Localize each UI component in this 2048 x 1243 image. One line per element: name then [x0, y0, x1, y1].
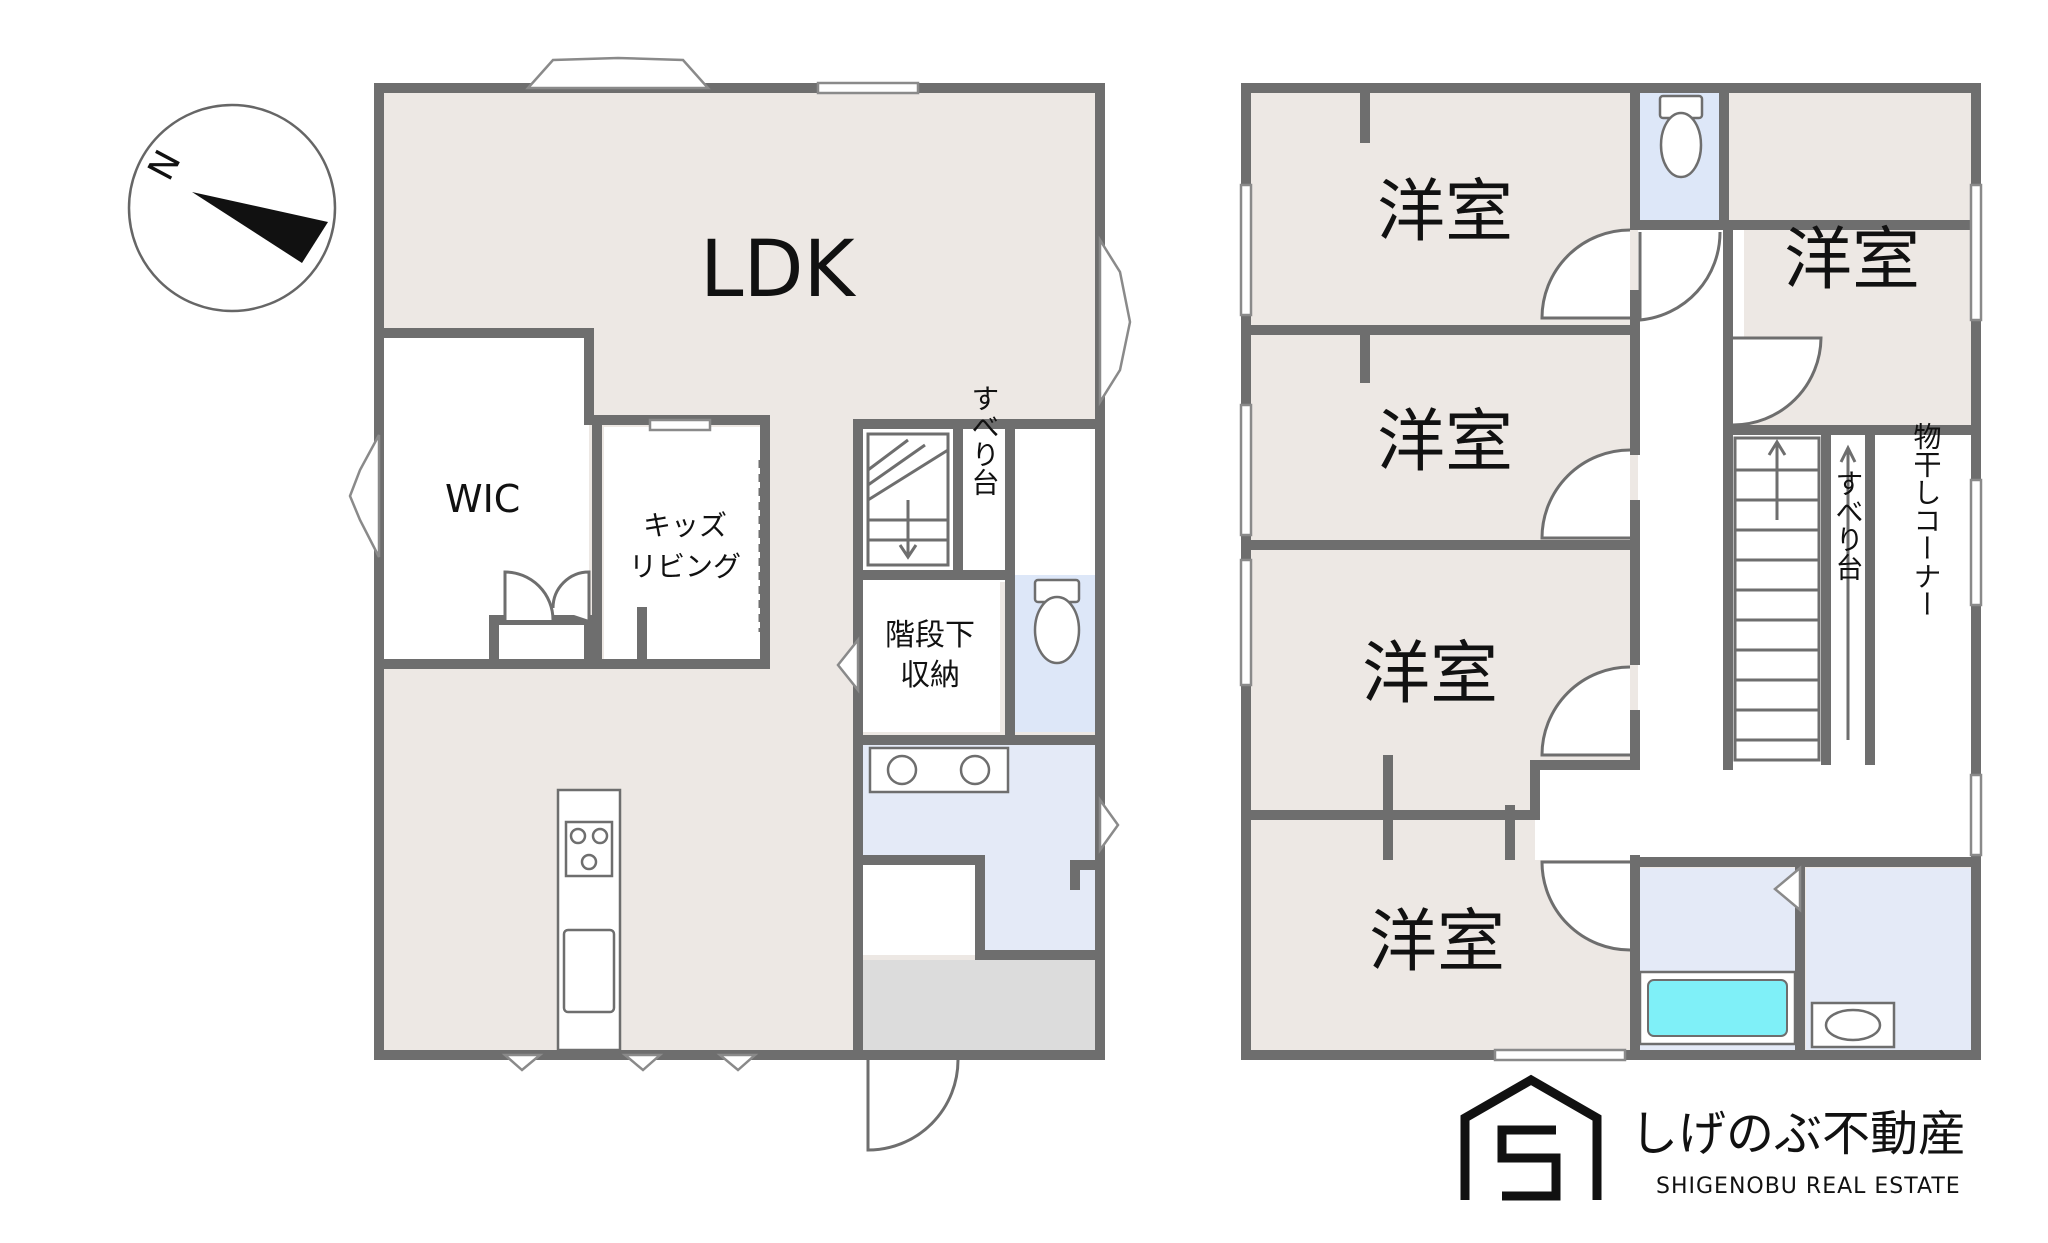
wic-door-right	[551, 570, 591, 620]
company-logo: しげのぶ不動産 SHIGENOBU REAL ESTATE	[1460, 1074, 1966, 1201]
compass-needle-icon	[192, 192, 328, 263]
slide-label-1: すべり台	[968, 384, 1001, 496]
stair-area	[858, 427, 1100, 582]
window-2-bottom	[1493, 1048, 1627, 1062]
wic-door-left	[503, 570, 555, 621]
window-2-right-1	[1969, 183, 1983, 322]
kids-label-line1: キッズ	[643, 509, 727, 542]
window-2-left-1	[1239, 183, 1253, 317]
door-room-b	[1540, 448, 1631, 540]
storage-floor	[860, 575, 1000, 732]
room-stubs	[1360, 83, 1515, 860]
window-wash-right	[1098, 796, 1120, 854]
room-dividers-2	[1241, 83, 1981, 1060]
logo-name-en: SHIGENOBU REAL ESTATE	[1656, 1174, 1961, 1199]
bay-window-right	[1098, 235, 1132, 407]
door-room-c	[1540, 665, 1631, 757]
window-bottom-2	[621, 1053, 664, 1072]
door-toilet-2	[1638, 231, 1722, 322]
door-room-a	[1540, 228, 1631, 320]
entrance-door	[866, 1059, 960, 1152]
bay-window-left	[348, 434, 381, 558]
drying-label: 物干しコーナー	[1910, 422, 1943, 618]
hall-2-lower	[1535, 765, 1925, 860]
window-2-right-3	[1969, 773, 1983, 857]
drying-corner	[1880, 430, 1976, 860]
basin-2-bowl	[1824, 1008, 1882, 1042]
entrance-floor	[858, 960, 1100, 1055]
burner-3	[580, 853, 598, 871]
stair-inner	[953, 419, 1015, 580]
window-2-right-2	[1969, 478, 1983, 607]
staircase-2	[1733, 436, 1821, 762]
kids-window-top	[648, 418, 712, 432]
window-top-right	[816, 81, 920, 95]
wash-hook	[1070, 860, 1105, 890]
wic-label: WIC	[445, 477, 520, 521]
bay-window-top	[525, 56, 711, 90]
door-room-d	[1540, 860, 1631, 952]
kids-label-line2: リビング	[629, 550, 741, 583]
room-label-c: 洋室	[1377, 403, 1513, 482]
storage-label-line1: 階段下	[885, 618, 975, 653]
room-label-a: 洋室	[1377, 173, 1513, 252]
burner-1	[569, 827, 587, 845]
wic-floor	[384, 336, 589, 664]
room-label-b: 洋室	[1784, 221, 1920, 300]
room-label-d: 洋室	[1362, 635, 1498, 714]
window-storage-left	[836, 636, 860, 694]
compass: N	[127, 103, 337, 313]
floor-1: LDK WIC キッズ リビング すべり台 階段下 収納	[348, 56, 1132, 1152]
toilet-1-bowl	[1033, 595, 1081, 665]
house-logo-icon	[1460, 1074, 1602, 1200]
kids-floor	[604, 427, 761, 664]
bathtub	[1647, 979, 1788, 1037]
stair-block-wall	[853, 419, 1105, 1060]
slide-2	[1839, 444, 1857, 740]
floor2-outer-wall	[1241, 83, 1981, 1060]
window-2-left-3	[1239, 558, 1253, 687]
staircase-1	[866, 432, 950, 567]
s-mark-icon	[1497, 1125, 1561, 1201]
basin-1	[886, 754, 918, 786]
burner-2	[591, 827, 609, 845]
basin-2	[959, 754, 991, 786]
window-bottom-3	[716, 1053, 759, 1072]
stair-2-walls	[1723, 425, 1875, 770]
storage-label-line2: 収納	[900, 658, 960, 693]
ldk-label: LDK	[700, 225, 857, 315]
slide-label-2: すべり台	[1832, 469, 1865, 581]
washroom-lower	[985, 860, 1100, 953]
door-room-e	[1732, 336, 1823, 427]
door-wash-2	[1773, 865, 1802, 913]
kitchen-sink	[562, 928, 616, 1014]
floor-2: 洋室 洋室 洋室 洋室 洋室 すべり台 物干しコーナー	[1239, 83, 1983, 1062]
closet-floor	[858, 860, 978, 955]
logo-name-jp: しげのぶ不動産	[1630, 1106, 1966, 1162]
toilet-2-bowl	[1659, 111, 1703, 179]
window-2-left-2	[1239, 403, 1253, 537]
room-label-e: 洋室	[1369, 903, 1505, 982]
window-bottom-1	[501, 1053, 544, 1072]
